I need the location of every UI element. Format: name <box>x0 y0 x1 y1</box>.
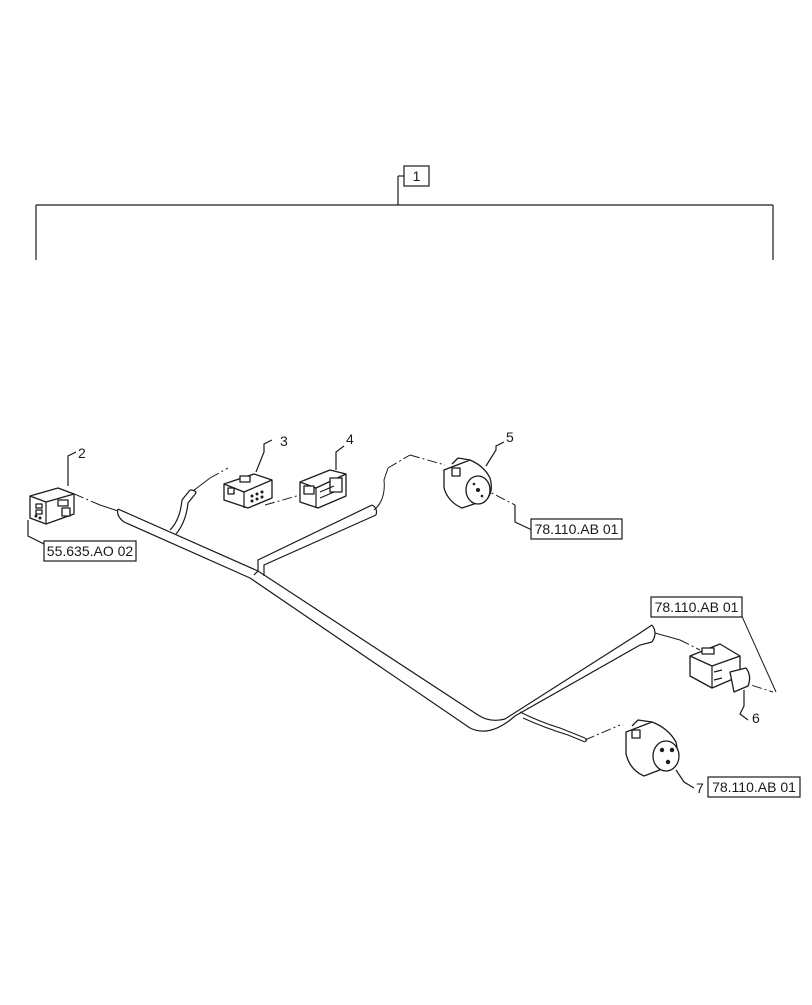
ref-2[interactable]: 55.635.AO 02 <box>47 543 134 559</box>
connector-5-icon <box>443 457 492 509</box>
ref-6[interactable]: 78.110.AB 01 <box>655 599 739 615</box>
ref-5[interactable]: 78.110.AB 01 <box>535 521 619 537</box>
ref-7[interactable]: 78.110.AB 01 <box>712 779 796 795</box>
connector-7-icon <box>625 719 680 777</box>
callout-5: 5 <box>506 429 514 445</box>
assembly-bracket <box>35 165 774 260</box>
wire-harness <box>99 467 681 743</box>
ref-box-6[interactable] <box>650 596 743 618</box>
callout-1: 1 <box>413 168 421 184</box>
connector-3-icon <box>223 473 273 509</box>
callout-7: 7 <box>696 780 704 796</box>
callout-6: 6 <box>752 710 760 726</box>
connector-4-icon <box>299 469 347 509</box>
ref-box-2[interactable] <box>43 540 137 562</box>
callout-3: 3 <box>280 433 288 449</box>
connector-2-icon <box>29 487 75 525</box>
callout-2: 2 <box>78 445 86 461</box>
ref-box-7[interactable] <box>707 776 801 798</box>
callout-4: 4 <box>346 431 354 447</box>
ref-box-5[interactable] <box>530 518 623 540</box>
connector-6-icon <box>689 643 751 693</box>
